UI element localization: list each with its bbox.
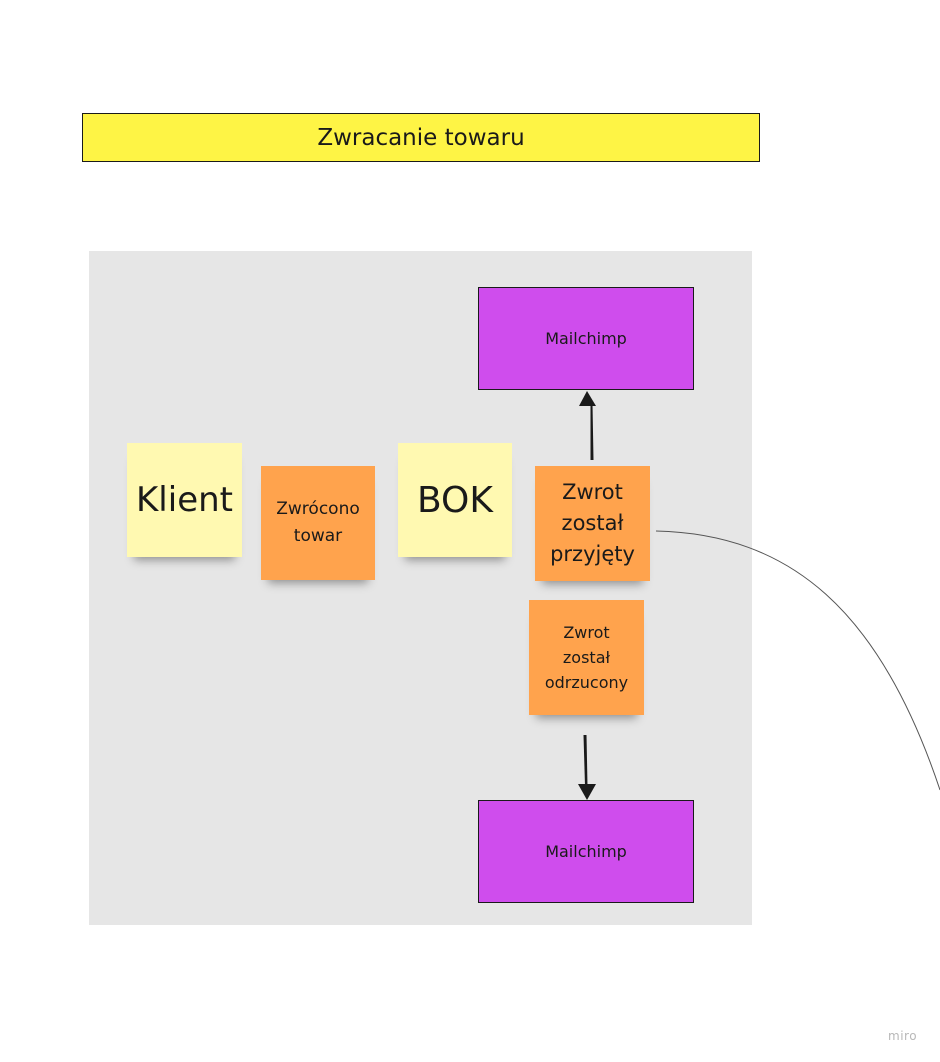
miro-watermark-text: miro [888, 1029, 918, 1043]
board-title-text: Zwracanie towaru [317, 124, 525, 151]
sticky-zwrocono-towar-text: Zwrócono towar [276, 499, 360, 546]
sticky-zwrot-przyjety-text: Zwrot został przyjęty [550, 480, 635, 566]
sticky-klient[interactable]: Klient [127, 443, 242, 557]
mailchimp-box-top-label: Mailchimp [545, 329, 627, 348]
sticky-bok[interactable]: BOK [398, 443, 512, 557]
sticky-zwrot-przyjety[interactable]: Zwrot został przyjęty [535, 466, 650, 581]
mailchimp-box-bottom-label: Mailchimp [545, 842, 627, 861]
mailchimp-box-bottom[interactable]: Mailchimp [478, 800, 694, 903]
miro-watermark: miro [888, 1029, 917, 1043]
sticky-zwrot-odrzucony-text: Zwrot został odrzucony [544, 623, 629, 692]
arrow-to-mailchimp-top[interactable] [579, 391, 596, 460]
sticky-zwrot-odrzucony[interactable]: Zwrot został odrzucony [529, 600, 644, 715]
sticky-klient-text: Klient [136, 480, 233, 520]
arrow-to-mailchimp-bottom[interactable] [578, 735, 596, 800]
sticky-zwrocono-towar[interactable]: Zwrócono towar [261, 466, 375, 580]
board-title[interactable]: Zwracanie towaru [82, 113, 760, 162]
curved-connector[interactable] [655, 530, 940, 791]
sticky-bok-text: BOK [416, 479, 493, 521]
mailchimp-box-top[interactable]: Mailchimp [478, 287, 694, 390]
